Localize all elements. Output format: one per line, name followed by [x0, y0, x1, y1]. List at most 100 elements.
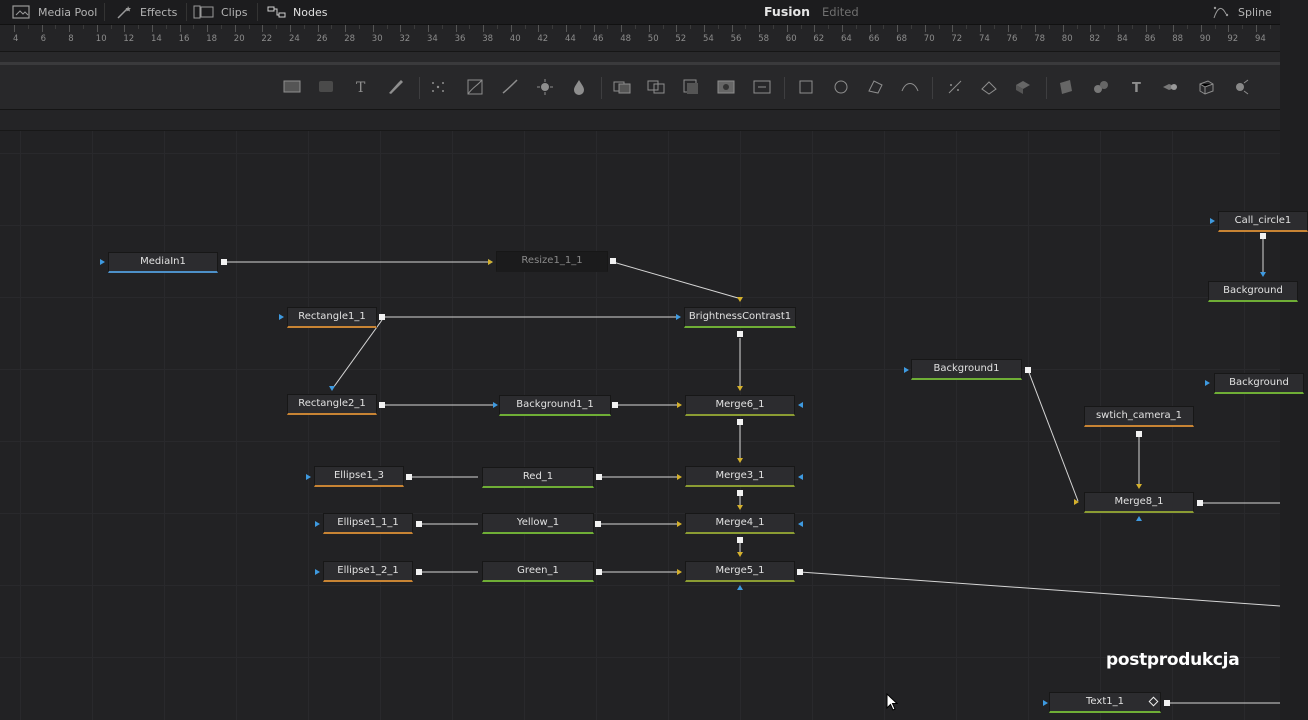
input-port[interactable]: [306, 474, 311, 480]
node-rectangle1-1[interactable]: Rectangle1_1: [287, 307, 377, 328]
tool-shape3d[interactable]: [1013, 78, 1033, 96]
node-ellipse1-2-1[interactable]: Ellipse1_2_1: [323, 561, 413, 582]
node-merge6-1[interactable]: Merge6_1: [685, 395, 795, 416]
mask-input-port[interactable]: [798, 521, 803, 527]
node-call-circle1[interactable]: Call_circle1: [1218, 211, 1308, 232]
tool-loader[interactable]: [716, 78, 736, 96]
tool-renderer3d[interactable]: [1160, 78, 1180, 96]
output-port[interactable]: [737, 331, 743, 337]
node-merge4-1[interactable]: Merge4_1: [685, 513, 795, 534]
tool-color-corrector[interactable]: [500, 78, 520, 96]
input-port[interactable]: [1210, 218, 1215, 224]
input-port[interactable]: [329, 386, 335, 391]
input-port[interactable]: [315, 521, 320, 527]
input-port[interactable]: [737, 386, 743, 391]
node-background-right-2[interactable]: Background: [1214, 373, 1304, 394]
tool-rectangle-mask[interactable]: [796, 78, 816, 96]
input-port[interactable]: [904, 367, 909, 373]
output-port[interactable]: [1197, 500, 1203, 506]
connection-wire[interactable]: [332, 319, 383, 389]
connection-wire[interactable]: [612, 261, 739, 299]
input-port[interactable]: [1205, 380, 1210, 386]
tool-particles[interactable]: [428, 78, 448, 96]
tool-channel-booleans[interactable]: [646, 78, 666, 96]
input-port[interactable]: [737, 505, 743, 510]
node-text1-1[interactable]: Text1_1: [1049, 692, 1161, 713]
node-merge3-1[interactable]: Merge3_1: [685, 466, 795, 487]
node-mediain1[interactable]: MediaIn1: [108, 252, 218, 273]
node-ellipse1-3[interactable]: Ellipse1_3: [314, 466, 404, 487]
input-port[interactable]: [1260, 272, 1266, 277]
node-red-1[interactable]: Red_1: [482, 467, 594, 488]
tool-text[interactable]: T: [352, 78, 372, 96]
input-port[interactable]: [1043, 700, 1048, 706]
input-port[interactable]: [1074, 499, 1079, 505]
input-port[interactable]: [493, 402, 498, 408]
output-port[interactable]: [612, 402, 618, 408]
input-port[interactable]: [100, 259, 105, 265]
node-background1-1[interactable]: Background1_1: [499, 395, 611, 416]
tool-merge[interactable]: [612, 78, 632, 96]
output-port[interactable]: [1136, 431, 1142, 437]
node-brightnesscontrast1[interactable]: BrightnessContrast1: [684, 307, 796, 328]
tool-saver[interactable]: [752, 78, 772, 96]
tool-paint[interactable]: [386, 78, 406, 96]
input-port[interactable]: [737, 297, 743, 302]
input-port[interactable]: [676, 314, 681, 320]
tab-nodes[interactable]: Nodes: [267, 0, 327, 24]
mask-input-port[interactable]: [798, 474, 803, 480]
output-port[interactable]: [797, 569, 803, 575]
tool-ellipse-mask[interactable]: [831, 78, 851, 96]
input-port[interactable]: [279, 314, 284, 320]
input-port[interactable]: [677, 474, 682, 480]
output-port[interactable]: [379, 314, 385, 320]
tab-spline[interactable]: Spline: [1212, 0, 1272, 24]
output-port[interactable]: [1025, 367, 1031, 373]
output-port[interactable]: [610, 258, 616, 264]
connection-wire[interactable]: [1027, 369, 1079, 502]
node-yellow-1[interactable]: Yellow_1: [482, 513, 594, 534]
mask-input-port[interactable]: [798, 402, 803, 408]
tab-media-pool[interactable]: Media Pool: [12, 0, 97, 24]
output-port[interactable]: [596, 474, 602, 480]
tab-effects[interactable]: Effects: [116, 0, 177, 24]
tool-prender[interactable]: [979, 78, 999, 96]
tab-clips[interactable]: Clips: [193, 0, 248, 24]
tool-polygon-mask[interactable]: [866, 78, 886, 96]
input-port[interactable]: [737, 458, 743, 463]
output-port[interactable]: [379, 402, 385, 408]
output-port[interactable]: [737, 537, 743, 543]
node-background1[interactable]: Background1: [911, 359, 1022, 380]
tool-brightness[interactable]: [535, 78, 555, 96]
node-rectangle2-1[interactable]: Rectangle2_1: [287, 394, 377, 415]
node-background-right-1[interactable]: Background: [1208, 281, 1298, 302]
input-port[interactable]: [677, 569, 682, 575]
tool-color-curves[interactable]: [465, 78, 485, 96]
output-port[interactable]: [1164, 700, 1170, 706]
input-port[interactable]: [737, 552, 743, 557]
output-port[interactable]: [596, 569, 602, 575]
node-resize1-1-1[interactable]: Resize1_1_1: [496, 251, 608, 272]
node-merge8-1[interactable]: Merge8_1: [1084, 492, 1194, 513]
output-port[interactable]: [1260, 233, 1266, 239]
output-port[interactable]: [416, 521, 422, 527]
mask-input-port[interactable]: [1136, 516, 1142, 521]
tool-imageplane3d[interactable]: [1056, 78, 1076, 96]
tool-text3d[interactable]: T: [1127, 78, 1147, 96]
tool-blur[interactable]: [569, 78, 589, 96]
node-merge5-1[interactable]: Merge5_1: [685, 561, 795, 582]
output-port[interactable]: [416, 569, 422, 575]
input-port[interactable]: [677, 521, 682, 527]
tool-background[interactable]: [282, 78, 302, 96]
output-port[interactable]: [595, 521, 601, 527]
tool-image[interactable]: [316, 78, 336, 96]
node-green-1[interactable]: Green_1: [482, 561, 594, 582]
connection-wire[interactable]: [799, 571, 1281, 607]
tool-spotlight3d[interactable]: [1230, 78, 1250, 96]
input-port[interactable]: [315, 569, 320, 575]
tool-matte-control[interactable]: [681, 78, 701, 96]
panel-splitter[interactable]: [0, 62, 1280, 65]
node-swtich-camera-1[interactable]: swtich_camera_1: [1084, 406, 1194, 427]
